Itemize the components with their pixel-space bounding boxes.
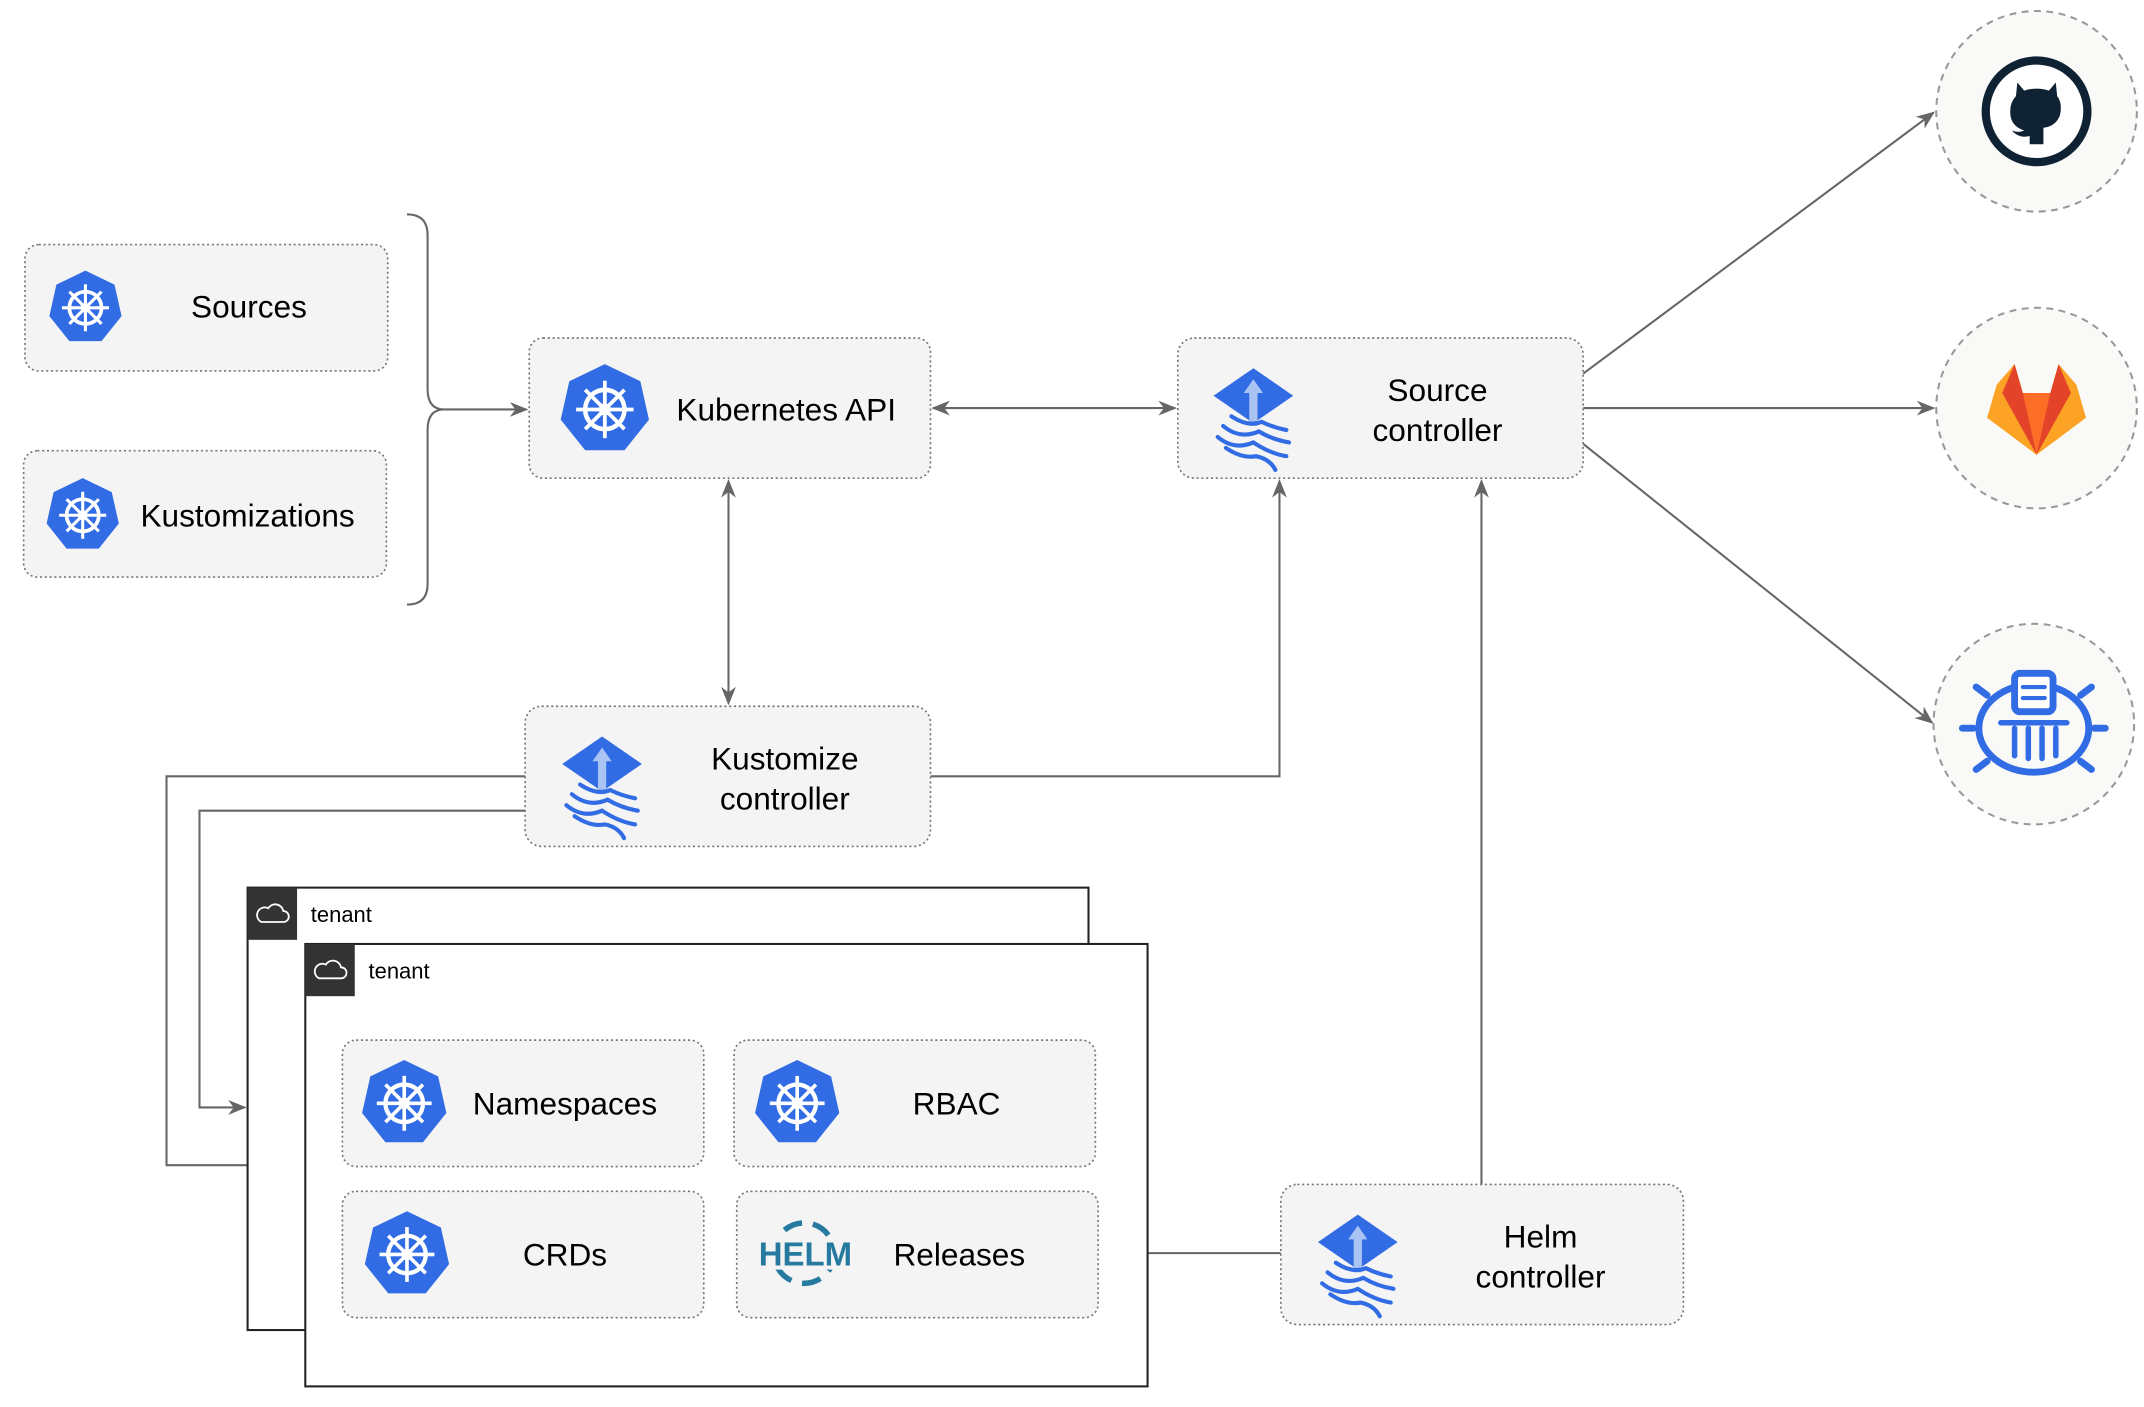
releases-label: Releases xyxy=(893,1236,1025,1272)
source-controller-label: Source xyxy=(1387,372,1487,408)
helm-icon: HELM xyxy=(759,1220,852,1287)
tenant-label: tenant xyxy=(369,958,430,983)
rbac-label: RBAC xyxy=(913,1085,1001,1121)
kubernetes-api-label: Kubernetes API xyxy=(676,391,896,427)
edge-kustomize-source xyxy=(930,479,1287,778)
cloud-icon xyxy=(256,903,290,923)
edge-kustomize-tenant-back xyxy=(198,809,526,1115)
helm-controller-node[interactable]: Helm controller xyxy=(1280,1183,1685,1326)
kustomizations-label: Kustomizations xyxy=(140,497,354,533)
cloud-icon-bg xyxy=(247,887,298,940)
namespaces-label: Namespaces xyxy=(473,1085,657,1121)
helm-repository-node[interactable] xyxy=(1932,622,2136,826)
source-controller-label-2: controller xyxy=(1373,412,1503,448)
kustomize-controller-label: Kustomize xyxy=(711,740,858,776)
crds-label: CRDs xyxy=(523,1236,607,1272)
namespaces-node[interactable]: Namespaces xyxy=(341,1039,705,1168)
source-controller-node[interactable]: Source controller xyxy=(1176,337,1584,479)
releases-node[interactable]: HELM Releases xyxy=(735,1190,1099,1319)
sources-label: Sources xyxy=(191,288,307,324)
kustomizations-node[interactable]: Kustomizations xyxy=(22,449,388,578)
github-icon xyxy=(1981,56,2092,167)
grouping-brace xyxy=(406,213,445,606)
helm-controller-label: Helm xyxy=(1504,1219,1578,1255)
cloud-icon xyxy=(313,959,348,980)
edge-kustomize-tenant-front xyxy=(165,775,526,1173)
kustomize-controller-node[interactable]: Kustomize controller xyxy=(524,705,932,848)
rbac-node[interactable]: RBAC xyxy=(733,1039,1097,1168)
crds-node[interactable]: CRDs xyxy=(341,1190,705,1319)
tenant-label: tenant xyxy=(311,902,372,927)
sources-node[interactable]: Sources xyxy=(24,243,389,372)
helm-repository-icon xyxy=(1958,669,2109,776)
helm-controller-label-2: controller xyxy=(1476,1258,1606,1294)
svg-text:HELM: HELM xyxy=(759,1235,852,1272)
kubernetes-api-node[interactable]: Kubernetes API xyxy=(528,337,932,479)
gitlab-icon xyxy=(1987,364,2087,455)
gitlab-node[interactable] xyxy=(1935,306,2138,510)
cloud-icon-bg xyxy=(305,943,355,997)
kustomize-controller-label-2: controller xyxy=(720,780,850,816)
edge-source-helmrepo xyxy=(1582,443,1934,724)
github-node[interactable] xyxy=(1935,9,2138,213)
edge-source-github xyxy=(1582,111,1936,375)
